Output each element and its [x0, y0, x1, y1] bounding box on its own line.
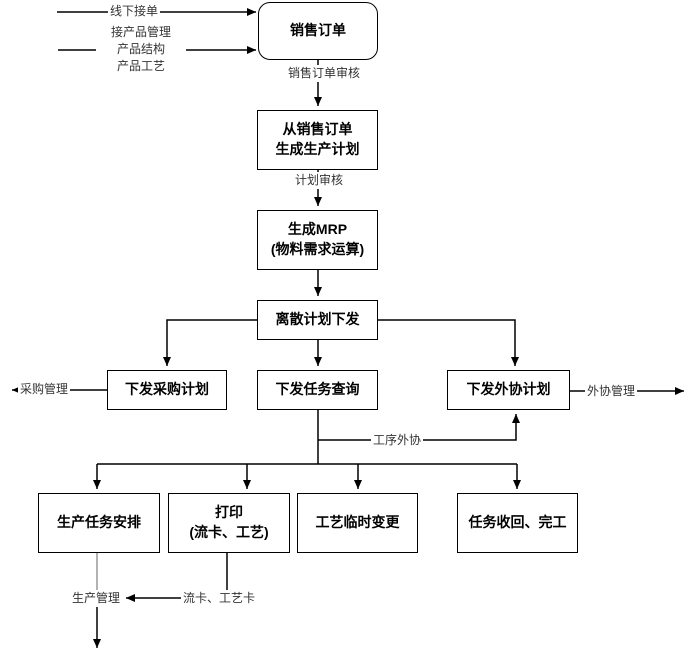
edge-label-purchase-mgmt: 采购管理	[18, 381, 71, 398]
node-dispatch-purchase-plan: 下发采购计划	[107, 370, 227, 410]
edge-label-offline-order: 线下接单	[108, 3, 161, 20]
node-process-temporary-change: 工艺临时变更	[297, 493, 418, 553]
node-generate-production-plan: 从销售订单 生成生产计划	[257, 110, 378, 170]
edge-label-order-audit: 销售订单审核	[286, 65, 363, 82]
node-sales-order: 销售订单	[258, 2, 378, 60]
edge-label-product-info: 接产品管理 产品结构 产品工艺	[96, 24, 186, 75]
edge-label-plan-audit: 计划审核	[293, 172, 346, 189]
edge-label-production-mgmt: 生产管理	[70, 590, 123, 607]
edge-label-outsource-mgmt: 外协管理	[585, 383, 638, 400]
node-dispatch-task-query: 下发任务查询	[257, 370, 378, 410]
node-discrete-plan-dispatch: 离散计划下发	[257, 300, 378, 340]
edge-discrete-to-outsource-arrow	[378, 319, 519, 366]
node-production-task-arrange: 生产任务安排	[38, 493, 160, 553]
node-print-flow-card: 打印 (流卡、工艺)	[168, 493, 290, 553]
edge-discrete-to-purchase-arrow	[163, 319, 257, 366]
edge-label-flow-card: 流卡、工艺卡	[181, 590, 258, 607]
node-task-recall-complete: 任务收回、完工	[457, 493, 578, 553]
node-dispatch-outsource-plan: 下发外协计划	[447, 370, 570, 410]
node-generate-mrp: 生成MRP (物料需求运算)	[257, 210, 378, 270]
edge-label-process-outsource: 工序外协	[371, 432, 424, 449]
